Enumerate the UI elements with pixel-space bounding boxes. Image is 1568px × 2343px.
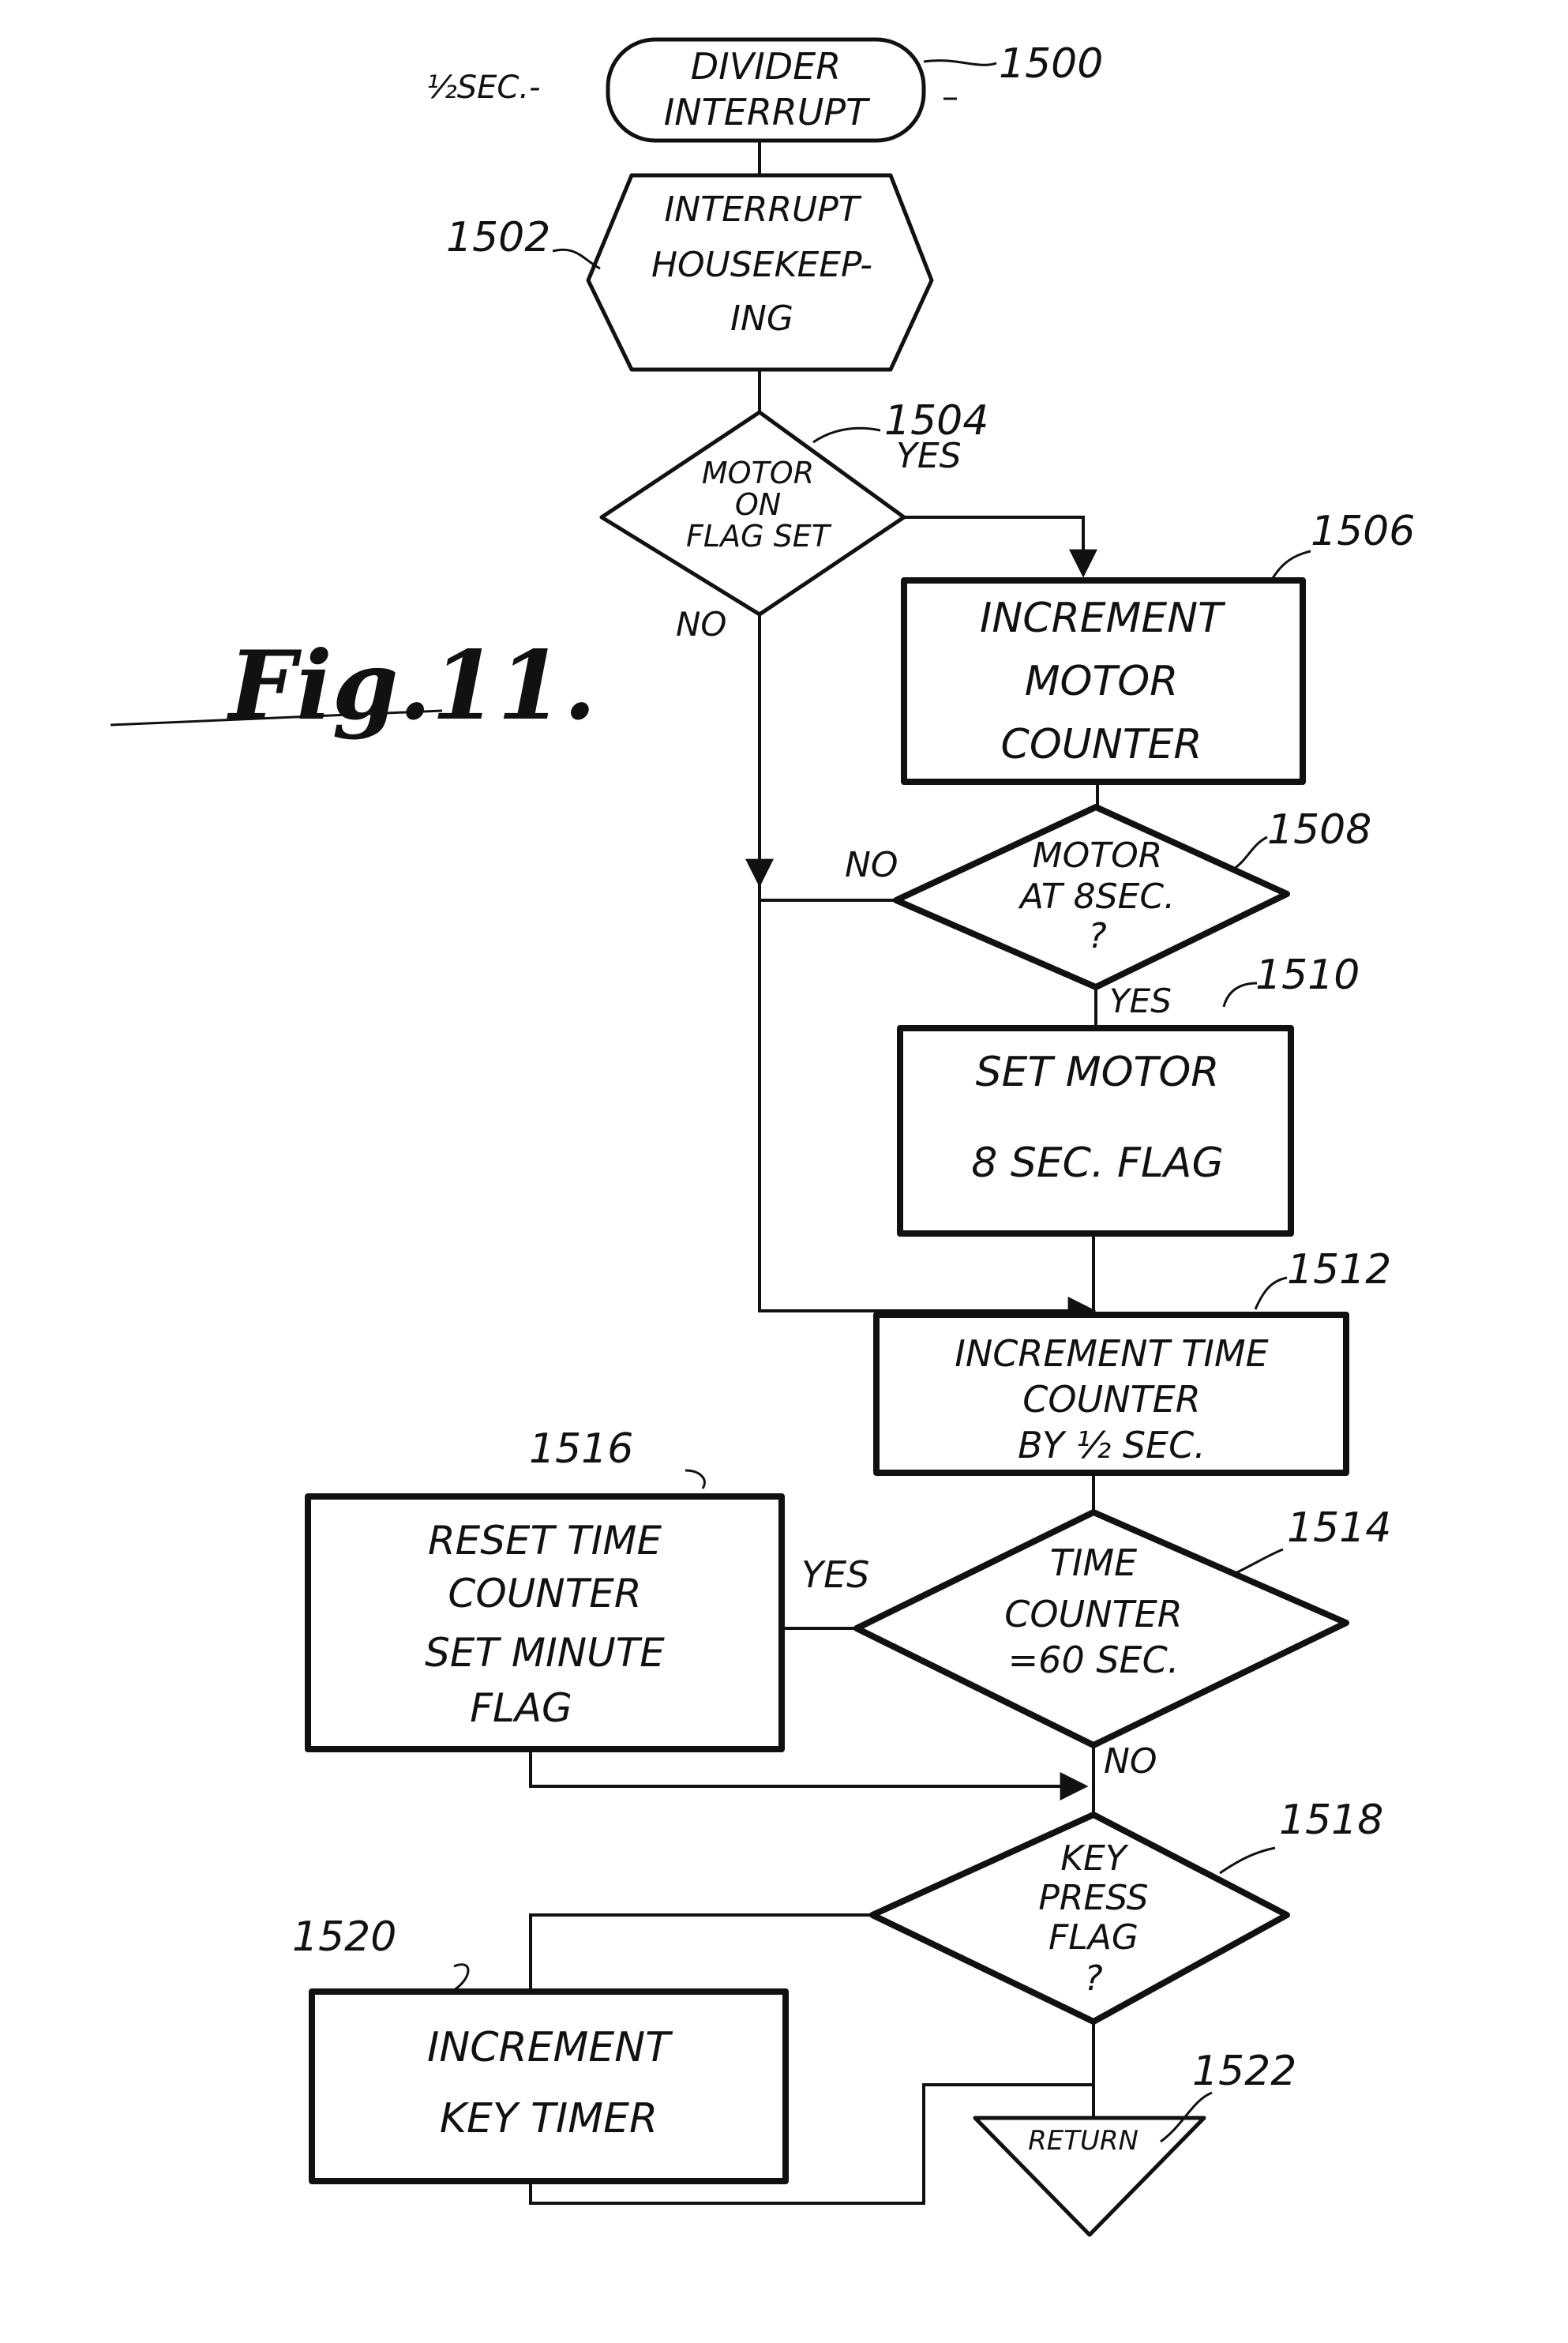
reset-time-line4: FLAG bbox=[470, 1685, 572, 1731]
node-interrupt-housekeeping: INTERRUPT HOUSEKEEP- ING 1502 bbox=[446, 173, 934, 372]
housekeeping-line1: INTERRUPT bbox=[664, 190, 861, 230]
ref-1522: 1522 bbox=[1192, 2048, 1296, 2095]
motor-8sec-line1: MOTOR bbox=[1033, 835, 1163, 876]
ref-1512: 1512 bbox=[1287, 1246, 1391, 1294]
ref-1510: 1510 bbox=[1255, 952, 1360, 999]
connector-1504-no bbox=[758, 614, 1097, 1325]
time-60-no-label: NO bbox=[1104, 1741, 1157, 1782]
decision-motor-8sec: MOTOR AT 8SEC. ? NO YES 1508 bbox=[845, 804, 1371, 1020]
reset-time-line3: SET MINUTE bbox=[425, 1630, 665, 1676]
time-60-line2: COUNTER bbox=[1004, 1593, 1183, 1635]
time-60-yes-label: YES bbox=[801, 1553, 869, 1596]
decision-key-press-flag: KEY PRESS FLAG ? 1518 bbox=[869, 1797, 1383, 2025]
increment-time-line3: BY ½ SEC. bbox=[1018, 1424, 1206, 1466]
motor-flag-no-label: NO bbox=[676, 605, 726, 644]
time-60-line3: =60 SEC. bbox=[1008, 1639, 1180, 1681]
reset-time-line2: COUNTER bbox=[448, 1571, 641, 1616]
ref-1504: 1504 bbox=[884, 397, 988, 445]
node-increment-key-timer: INCREMENT KEY TIMER 1520 bbox=[292, 1913, 789, 2184]
ref-1508: 1508 bbox=[1267, 806, 1371, 854]
node-divider-interrupt: DIVIDER INTERRUPT ½SEC.- 1500 bbox=[426, 37, 1103, 143]
decision-time-counter-60: TIME COUNTER =60 SEC. YES NO 1514 bbox=[801, 1504, 1391, 1782]
key-press-line4: ? bbox=[1084, 1958, 1102, 1999]
process-box bbox=[901, 577, 1306, 785]
connector-1518-yes bbox=[529, 1913, 872, 1992]
return-label: RETURN bbox=[1028, 2125, 1138, 2157]
set-motor-line2: 8 SEC. FLAG bbox=[971, 1140, 1224, 1187]
increment-motor-line1: INCREMENT bbox=[980, 595, 1226, 642]
node-set-motor-8sec-flag: SET MOTOR 8 SEC. FLAG 1510 bbox=[897, 952, 1360, 1237]
ref-1500: 1500 bbox=[999, 40, 1103, 88]
process-box bbox=[897, 1025, 1294, 1237]
motor-8sec-line2: AT 8SEC. bbox=[1018, 877, 1175, 917]
motor-flag-line1: MOTOR bbox=[702, 456, 814, 490]
motor-flag-yes-label: YES bbox=[896, 436, 962, 476]
ref-1502: 1502 bbox=[446, 214, 550, 261]
increment-time-line1: INCREMENT TIME bbox=[955, 1332, 1268, 1375]
increment-key-line2: KEY TIMER bbox=[440, 2095, 658, 2142]
connector-1504-yes bbox=[904, 516, 1097, 578]
divider-interrupt-line1: DIVIDER bbox=[691, 45, 841, 88]
increment-time-line2: COUNTER bbox=[1022, 1378, 1201, 1421]
ref-1518: 1518 bbox=[1279, 1797, 1383, 1844]
motor-flag-line3: FLAG SET bbox=[686, 519, 832, 554]
process-box bbox=[309, 1988, 789, 2184]
ref-1516: 1516 bbox=[529, 1425, 633, 1473]
process-box bbox=[305, 1493, 785, 1752]
connector-1516-return bbox=[529, 1749, 1089, 1800]
motor-flag-line2: ON bbox=[735, 487, 781, 522]
increment-motor-line2: MOTOR bbox=[1025, 658, 1179, 705]
figure-title-text: Fig.11. bbox=[227, 630, 596, 742]
node-increment-motor-counter: INCREMENT MOTOR COUNTER 1506 bbox=[901, 508, 1415, 785]
reset-time-line1: RESET TIME bbox=[428, 1518, 662, 1564]
figure-title: Fig.11. bbox=[110, 630, 596, 742]
motor-8sec-line3: ? bbox=[1088, 916, 1106, 956]
ref-1506: 1506 bbox=[1311, 508, 1415, 555]
key-press-line2: PRESS bbox=[1038, 1878, 1148, 1918]
key-press-line1: KEY bbox=[1060, 1838, 1129, 1879]
terminal-shape bbox=[606, 37, 926, 143]
process-box bbox=[873, 1312, 1349, 1476]
divider-interrupt-line2: INTERRUPT bbox=[664, 91, 871, 133]
motor-8sec-yes-label: YES bbox=[1109, 982, 1172, 1020]
hexagon-shape bbox=[586, 173, 934, 372]
node-reset-time-counter: RESET TIME COUNTER SET MINUTE FLAG 1516 bbox=[305, 1425, 785, 1752]
node-return: RETURN 1522 bbox=[973, 2048, 1296, 2237]
connector-1520-return bbox=[529, 2083, 1093, 2205]
key-press-line3: FLAG bbox=[1048, 1917, 1138, 1958]
motor-8sec-no-label: NO bbox=[845, 845, 898, 885]
increment-motor-line3: COUNTER bbox=[1001, 721, 1202, 768]
node-increment-time-counter: INCREMENT TIME COUNTER BY ½ SEC. 1512 bbox=[873, 1246, 1391, 1476]
set-motor-line1: SET MOTOR bbox=[976, 1049, 1220, 1096]
triangle-shape bbox=[973, 2116, 1206, 2237]
increment-key-line1: INCREMENT bbox=[427, 2024, 673, 2071]
time-60-line1: TIME bbox=[1050, 1541, 1137, 1584]
ref-1514: 1514 bbox=[1287, 1504, 1391, 1552]
half-second-input-label: ½SEC.- bbox=[426, 69, 541, 106]
ref-1520: 1520 bbox=[292, 1913, 396, 1961]
housekeeping-line3: ING bbox=[730, 299, 793, 339]
housekeeping-line2: HOUSEKEEP- bbox=[651, 245, 872, 285]
